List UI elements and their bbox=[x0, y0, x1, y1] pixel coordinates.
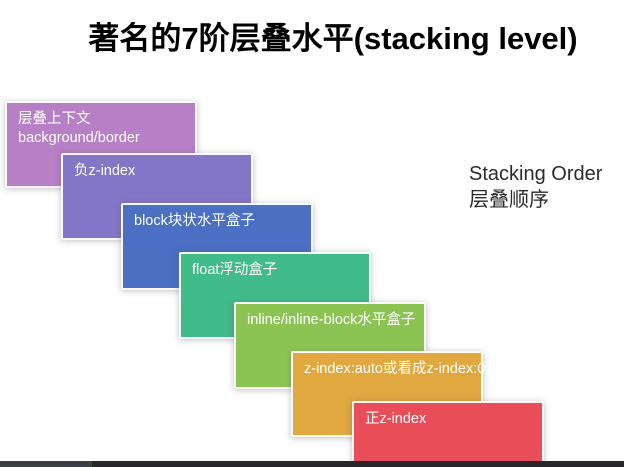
layer-label: inline/inline-block水平盒子 bbox=[247, 312, 416, 328]
layer-label: z-index:auto或看成z-index:0 bbox=[304, 361, 486, 377]
progress-played bbox=[0, 461, 92, 467]
layer-box-negative-z-index: 负z-index bbox=[61, 153, 253, 240]
side-note: Stacking Order 层叠顺序 bbox=[469, 161, 602, 213]
slide-title: 著名的7阶层叠水平(stacking level) bbox=[88, 21, 578, 56]
side-note-en: Stacking Order bbox=[469, 163, 603, 185]
layer-label: 层叠上下文 bbox=[18, 111, 91, 127]
layer-label: 负z-index bbox=[74, 163, 136, 179]
side-note-zh: 层叠顺序 bbox=[469, 189, 549, 211]
layer-label: float浮动盒子 bbox=[192, 262, 278, 278]
layer-box-positive-z-index: 正z-index bbox=[352, 401, 544, 467]
layer-label: 正z-index bbox=[365, 411, 427, 427]
bottom-progress-bar[interactable] bbox=[0, 461, 624, 467]
layer-label: block块状水平盒子 bbox=[134, 213, 255, 229]
layer-label: background/border bbox=[18, 129, 140, 146]
